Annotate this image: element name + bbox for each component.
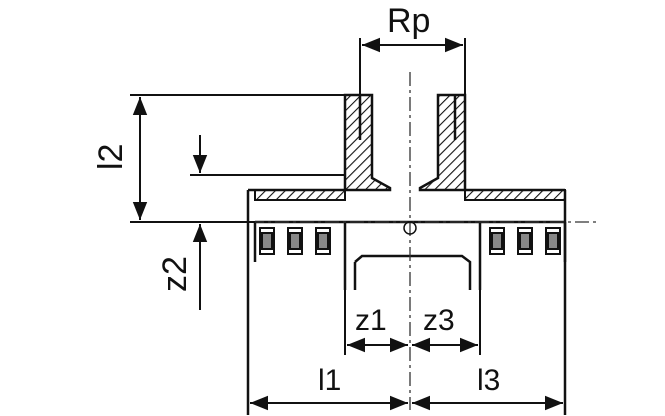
seal-rings-left: [259, 227, 331, 255]
z1-label: z1: [355, 304, 387, 337]
center-lines: [200, 72, 600, 410]
z2-label: z2: [156, 256, 194, 292]
z3-label: z3: [423, 304, 455, 337]
dimension-lines: [132, 37, 563, 411]
branch-outlet: [343, 93, 467, 192]
run-walls: [254, 189, 566, 201]
l1-label: l1: [318, 364, 341, 397]
l3-label: l3: [477, 364, 500, 397]
extension-lines: [130, 38, 481, 355]
l2-label: l2: [92, 144, 130, 170]
rp-label: Rp: [387, 2, 430, 40]
center-mark: [403, 221, 417, 235]
seal-rings-right: [489, 227, 561, 255]
